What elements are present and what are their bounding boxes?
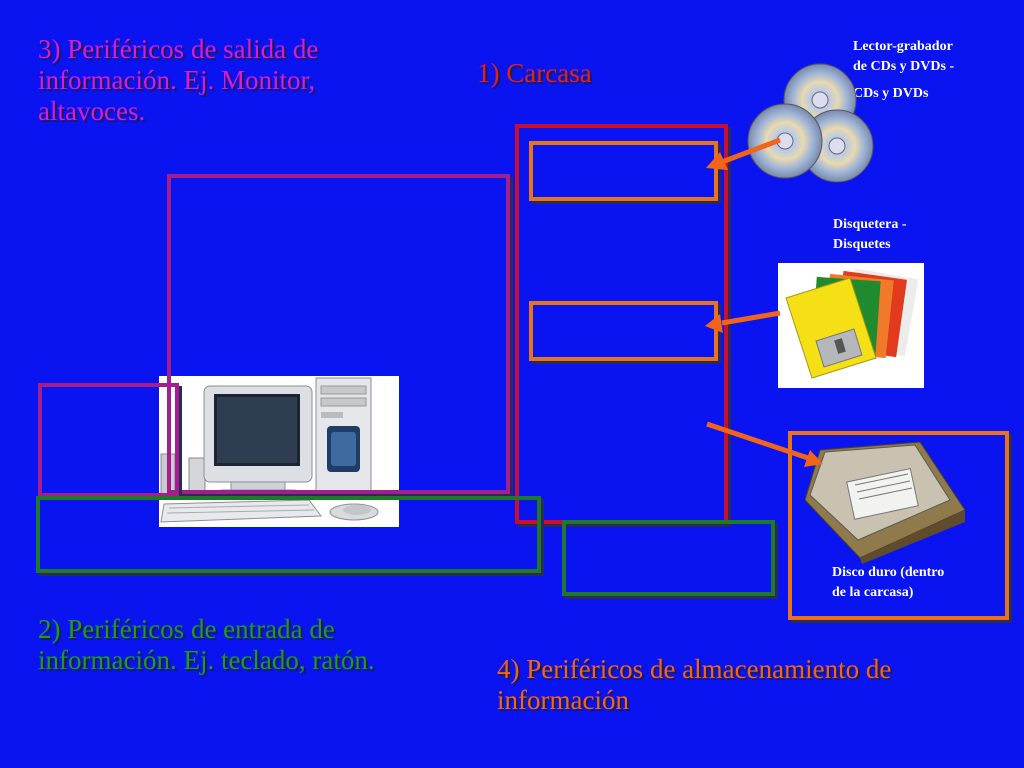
case-label: 1) Carcasa (477, 58, 592, 88)
cd-drive-frame (529, 141, 718, 201)
storage-peripherals-label: 4) Periféricos de almacenamiento de info… (497, 654, 892, 715)
output-peripherals-label: 3) Periféricos de salida de información.… (38, 34, 319, 126)
hdd-label-line-2: de la carcasa) (832, 585, 914, 600)
floppy-arrow (705, 310, 781, 333)
floppy-label-line-1: Disquetera - (833, 217, 907, 232)
speaker-frame (38, 383, 179, 497)
keyboard-frame (36, 496, 541, 573)
input-peripherals-label: 2) Periféricos de entrada de información… (38, 614, 375, 675)
hard-disk-icon (804, 441, 966, 564)
mouse-frame (562, 520, 775, 596)
cd-image (745, 63, 875, 183)
monitor-frame (167, 174, 510, 494)
hard-disk-image (800, 440, 970, 565)
cd-label-line-3: CDs y DVDs (853, 86, 929, 101)
cd-label: Lector-grabador de CDs y DVDs - CDs y DV… (853, 37, 1018, 104)
floppy-label: Disquetera - Disquetes (833, 215, 983, 255)
hdd-label-line-1: Disco duro (dentro (832, 565, 945, 580)
floppy-image (778, 263, 924, 388)
floppy-label-line-2: Disquetes (833, 237, 891, 252)
hard-disk-arrow (706, 421, 823, 467)
cd-label-line-2: de CDs y DVDs - (853, 59, 955, 74)
floppy-drive-frame (529, 301, 718, 361)
cd-dvd-icon (747, 63, 874, 183)
hard-disk-frame (788, 431, 1009, 620)
floppy-disk-icon (785, 268, 919, 379)
cd-label-line-1: Lector-grabador (853, 39, 953, 54)
hdd-label: Disco duro (dentro de la carcasa) (832, 563, 1002, 603)
cd-arrow (706, 137, 781, 170)
